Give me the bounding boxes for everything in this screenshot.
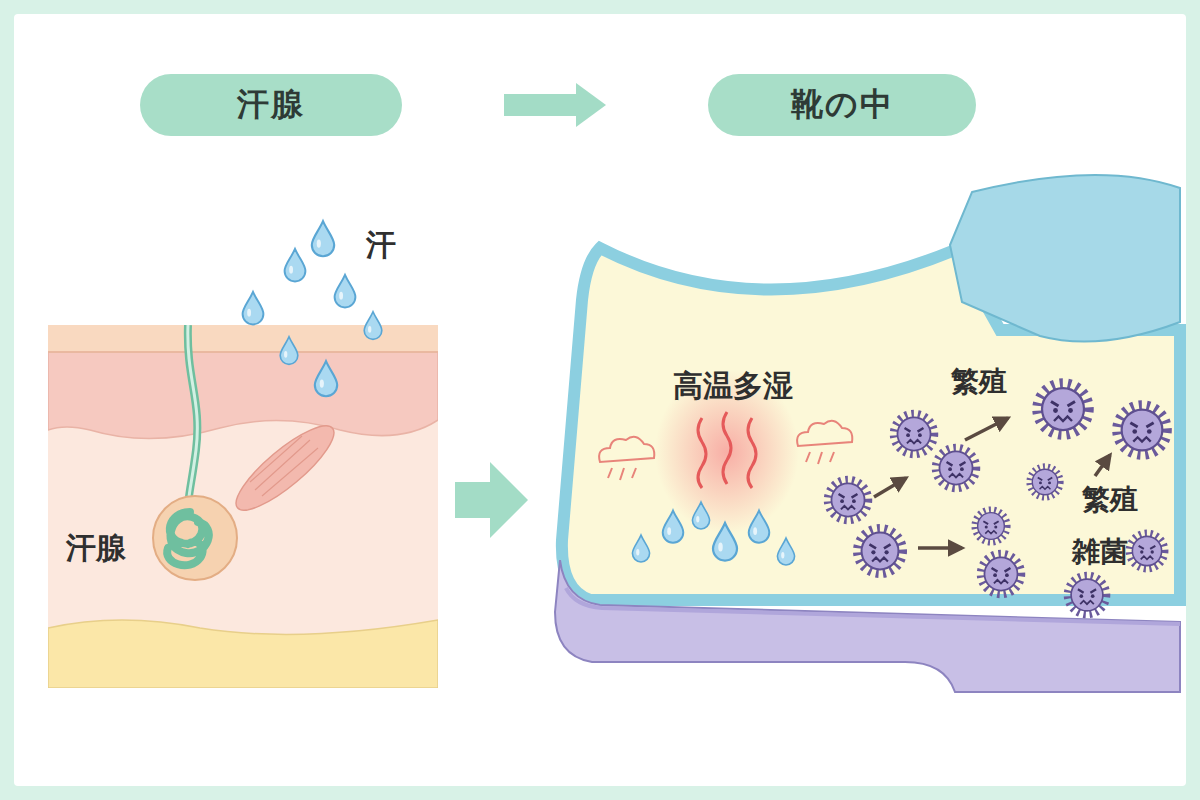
drop <box>663 511 684 543</box>
drop <box>692 502 709 529</box>
drop <box>364 312 382 340</box>
header-text: 靴の中 <box>791 83 894 127</box>
callout-label: 汗腺 <box>66 528 126 569</box>
flow-arrow <box>455 462 528 538</box>
drop <box>713 523 737 561</box>
germ <box>937 449 975 487</box>
callout-label: 汗 <box>366 225 396 266</box>
steam-cloud <box>797 421 852 464</box>
gland-body <box>153 496 237 580</box>
drop <box>315 361 337 396</box>
drop <box>335 275 356 308</box>
muscle <box>226 414 344 521</box>
dermis <box>48 325 438 688</box>
germ <box>895 415 933 453</box>
panel <box>14 14 1186 786</box>
germ <box>1039 385 1087 433</box>
germ <box>1030 467 1059 496</box>
drop <box>749 511 770 543</box>
germ <box>982 555 1020 593</box>
germ <box>976 511 1007 542</box>
fat-layer <box>48 620 438 688</box>
germ <box>859 530 901 572</box>
drop <box>632 535 649 562</box>
drop <box>312 221 334 256</box>
callout-label: 繁殖 <box>951 363 1007 401</box>
drop <box>285 249 306 282</box>
muscle-fibres <box>250 436 318 496</box>
callout-label: 繁殖 <box>1082 481 1138 519</box>
germ <box>829 481 867 519</box>
skin-layer <box>48 352 438 439</box>
callout-label: 高温多湿 <box>673 366 793 407</box>
heat-wave <box>698 418 706 488</box>
germ <box>1119 407 1166 454</box>
drop <box>777 538 794 565</box>
sweat-drops <box>243 221 382 396</box>
drop <box>243 292 264 325</box>
germ <box>1130 534 1163 567</box>
drop <box>280 337 298 365</box>
growth-arrow <box>918 546 962 550</box>
sweat-duct-core <box>188 325 198 515</box>
steam-cloud <box>599 437 654 480</box>
heat-wave <box>748 418 756 488</box>
flow-connector <box>504 94 576 116</box>
bacteria <box>829 385 1165 613</box>
header-pill: 汗腺 <box>140 74 402 136</box>
growth-arrows <box>874 418 1110 548</box>
shoe-collar <box>950 175 1180 342</box>
layer-line <box>48 351 438 353</box>
gland-coil <box>167 512 209 565</box>
shoe <box>555 175 1180 692</box>
growth-arrow <box>1095 455 1110 476</box>
header-pill: 靴の中 <box>708 74 976 136</box>
skin-section <box>48 325 438 688</box>
heat-wave <box>723 412 731 484</box>
growth-arrow <box>874 478 906 497</box>
header-text: 汗腺 <box>237 83 305 127</box>
shoe-sole <box>555 560 1180 692</box>
growth-arrow <box>965 418 1008 440</box>
germ <box>1069 577 1105 613</box>
callout-label: 雑菌 <box>1072 533 1128 571</box>
sweat-duct <box>188 325 198 515</box>
